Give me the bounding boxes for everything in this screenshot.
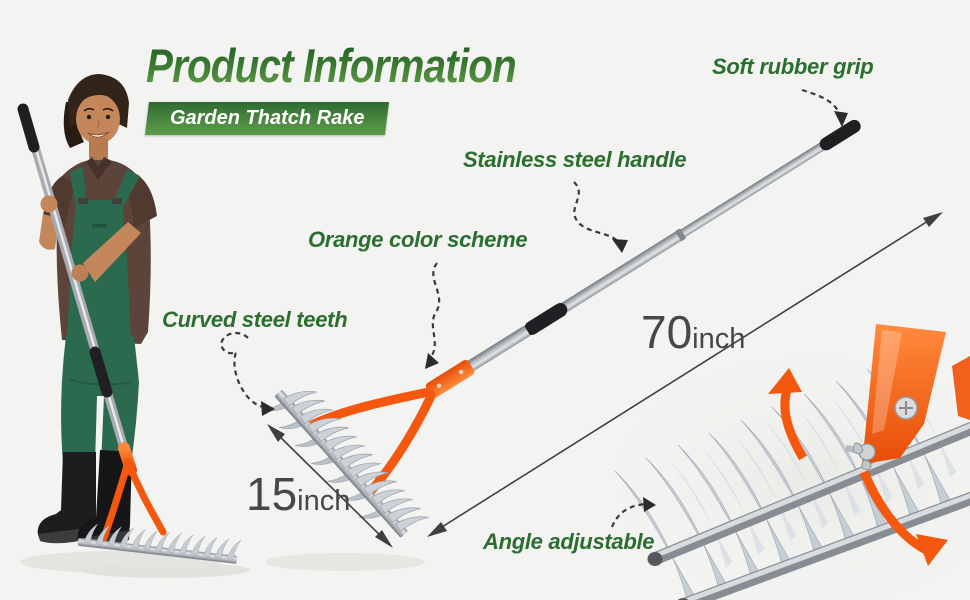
arrow-stainless-steel-handle (573, 181, 620, 244)
dimension-line-70inch (427, 212, 943, 537)
grip-mid (89, 346, 113, 398)
mounting-tubes (647, 421, 970, 600)
rubber-grip-top (819, 119, 861, 151)
measurement-head-width-unit: inch (297, 485, 351, 517)
rotation-arrows (768, 368, 948, 566)
callout-stainless-steel-handle: Stainless steel handle (463, 147, 687, 172)
rake-head (262, 378, 430, 538)
rotation-arrow-down (859, 470, 931, 556)
dashed-arrowheads (261, 111, 848, 512)
callout-curved-steel-teeth: Curved steel teeth (162, 307, 348, 332)
product-name: Garden Thatch Rake (169, 107, 365, 129)
angle-bracket (845, 324, 946, 471)
hand (40, 195, 58, 213)
arrow-orange-color-scheme (430, 262, 441, 358)
model-rake-head (77, 522, 242, 564)
rake-head-closeup (614, 324, 970, 600)
dimension-line-15inch (267, 424, 393, 548)
arrow-soft-rubber-grip (801, 88, 842, 117)
left-arm (83, 222, 141, 282)
measurement-head-width-value: 15 (246, 468, 298, 520)
orange-clamp (425, 359, 475, 398)
product-name-banner: Garden Thatch Rake (144, 102, 389, 135)
arrow-angle-adjustable (610, 502, 647, 528)
grip-top (17, 103, 40, 153)
measurement-handle-length-value: 70 (641, 306, 693, 358)
rotation-arrow-up (780, 388, 807, 461)
rake-product-photo (262, 119, 861, 571)
rake-handle (425, 119, 861, 398)
callout-angle-adjustable: Angle adjustable (483, 529, 655, 554)
callout-orange-color-scheme: Orange color scheme (308, 227, 528, 252)
hand (71, 264, 89, 282)
model-rake (17, 103, 250, 578)
rubber-grip-mid (524, 303, 568, 336)
callout-soft-rubber-grip: Soft rubber grip (712, 54, 874, 79)
arrow-curved-steel-teeth (220, 331, 264, 409)
bracket-arm (365, 391, 436, 497)
left-boot (37, 452, 96, 541)
measurement-handle-length-unit: inch (692, 323, 746, 355)
page-title: Product Information (146, 39, 517, 92)
right-boot (77, 450, 132, 546)
